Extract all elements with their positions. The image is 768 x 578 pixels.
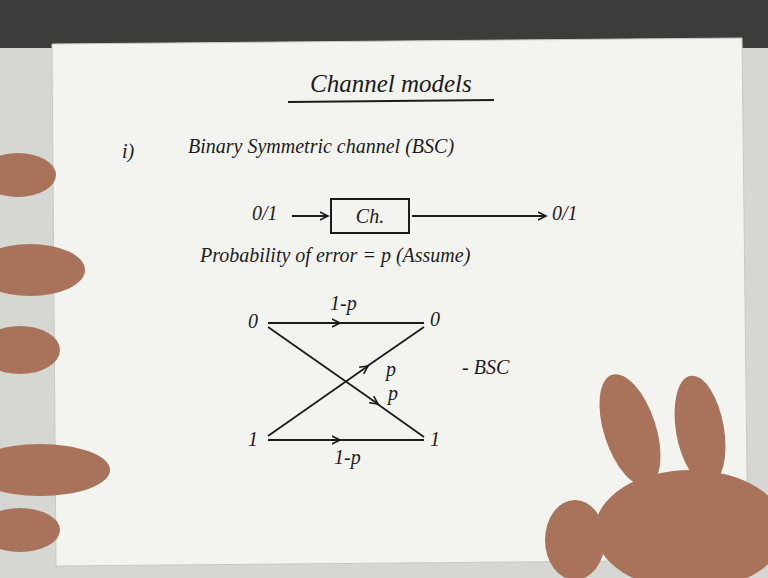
transition-probability: 1-p [334, 446, 361, 468]
box-label: Ch. [356, 205, 384, 227]
output-arrow [412, 215, 546, 217]
transition-probability: p [388, 382, 398, 404]
input-symbol: 0 [248, 310, 258, 332]
section-heading: Binary Symmetric channel (BSC) [188, 135, 454, 157]
transition-line [268, 439, 340, 441]
input-arrow [292, 215, 328, 217]
transition-line [338, 322, 424, 324]
transition-line [338, 439, 424, 441]
channel-box: Ch. [330, 198, 410, 234]
page-title: Channel models [310, 70, 472, 98]
output-symbol: 0 [430, 308, 440, 330]
crossover-line [268, 366, 368, 436]
input-symbol: 1 [248, 428, 258, 450]
crossover-line [376, 403, 424, 437]
transition-probability: p [386, 358, 396, 380]
output-symbol: 1 [430, 428, 440, 450]
item-number: i) [122, 140, 134, 162]
hand [0, 153, 768, 578]
channel-label: - BSC [462, 356, 509, 378]
note-text: Probability of error = p (Assume) [200, 244, 470, 266]
output-symbol: 0/1 [552, 202, 578, 224]
transition-probability: 1-p [330, 292, 357, 314]
title-underline [288, 100, 494, 102]
crossover-line [268, 327, 378, 404]
transition-line [268, 322, 340, 324]
input-symbol: 0/1 [252, 202, 278, 224]
